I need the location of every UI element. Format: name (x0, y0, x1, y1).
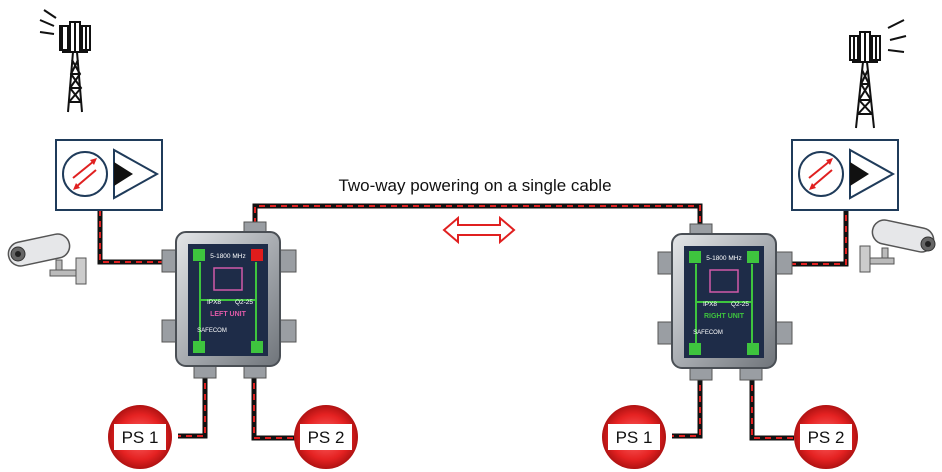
left-unit: 5-1800 MHz IPX8 Q2-25 LEFT UNIT SAFECOM (161, 221, 297, 379)
right-unit-name: RIGHT UNIT (704, 313, 745, 320)
right-ps1-label: PS 1 (616, 428, 653, 447)
left-ps1-label: PS 1 (122, 428, 159, 447)
cable-right-unit-to-panel (790, 210, 849, 267)
amplifier-triangle-icon (113, 148, 160, 200)
double-headed-arrow-icon (442, 215, 516, 245)
left-ps2: PS 2 (294, 405, 358, 469)
right-unit-freq: 5-1800 MHz (706, 255, 741, 262)
right-unit: 5-1800 MHz IPX8 Q2-25 RIGHT UNIT SAFECOM (657, 223, 793, 381)
cell-tower-icon (849, 19, 907, 129)
left-unit-model: Q2-25 (235, 299, 253, 306)
cable-left-ps1 (178, 372, 208, 439)
cell-tower-icon (39, 9, 91, 113)
cable-two-way-link (252, 203, 703, 236)
security-camera-icon (859, 219, 936, 273)
security-camera-icon (7, 233, 87, 285)
cable-right-ps1 (672, 374, 703, 439)
right-unit-ipx: IPX8 (703, 301, 717, 308)
left-ps1: PS 1 (108, 405, 172, 469)
right-ps1: PS 1 (602, 405, 666, 469)
left-unit-ipx: IPX8 (207, 299, 221, 306)
left-unit-name: LEFT UNIT (210, 311, 246, 318)
cables (97, 203, 849, 441)
right-unit-brand: SAFECOM (693, 330, 723, 336)
left-unit-freq: 5-1800 MHz (210, 253, 245, 260)
left-unit-brand: SAFECOM (197, 328, 227, 334)
right-ps2: PS 2 (794, 405, 858, 469)
cable-left-ps2 (251, 372, 296, 441)
left-amplifier-panel (55, 139, 163, 211)
right-unit-model: Q2-25 (731, 301, 749, 308)
bidirectional-icon (62, 151, 108, 197)
bidirectional-icon (798, 151, 844, 197)
cable-right-ps2 (749, 374, 794, 441)
left-ps2-label: PS 2 (308, 428, 345, 447)
diagram-caption: Two-way powering on a single cable (338, 176, 612, 195)
right-ps2-label: PS 2 (808, 428, 845, 447)
cable-left-panel-to-unit (97, 210, 188, 265)
amplifier-triangle-icon (849, 148, 896, 200)
right-amplifier-panel (791, 139, 899, 211)
